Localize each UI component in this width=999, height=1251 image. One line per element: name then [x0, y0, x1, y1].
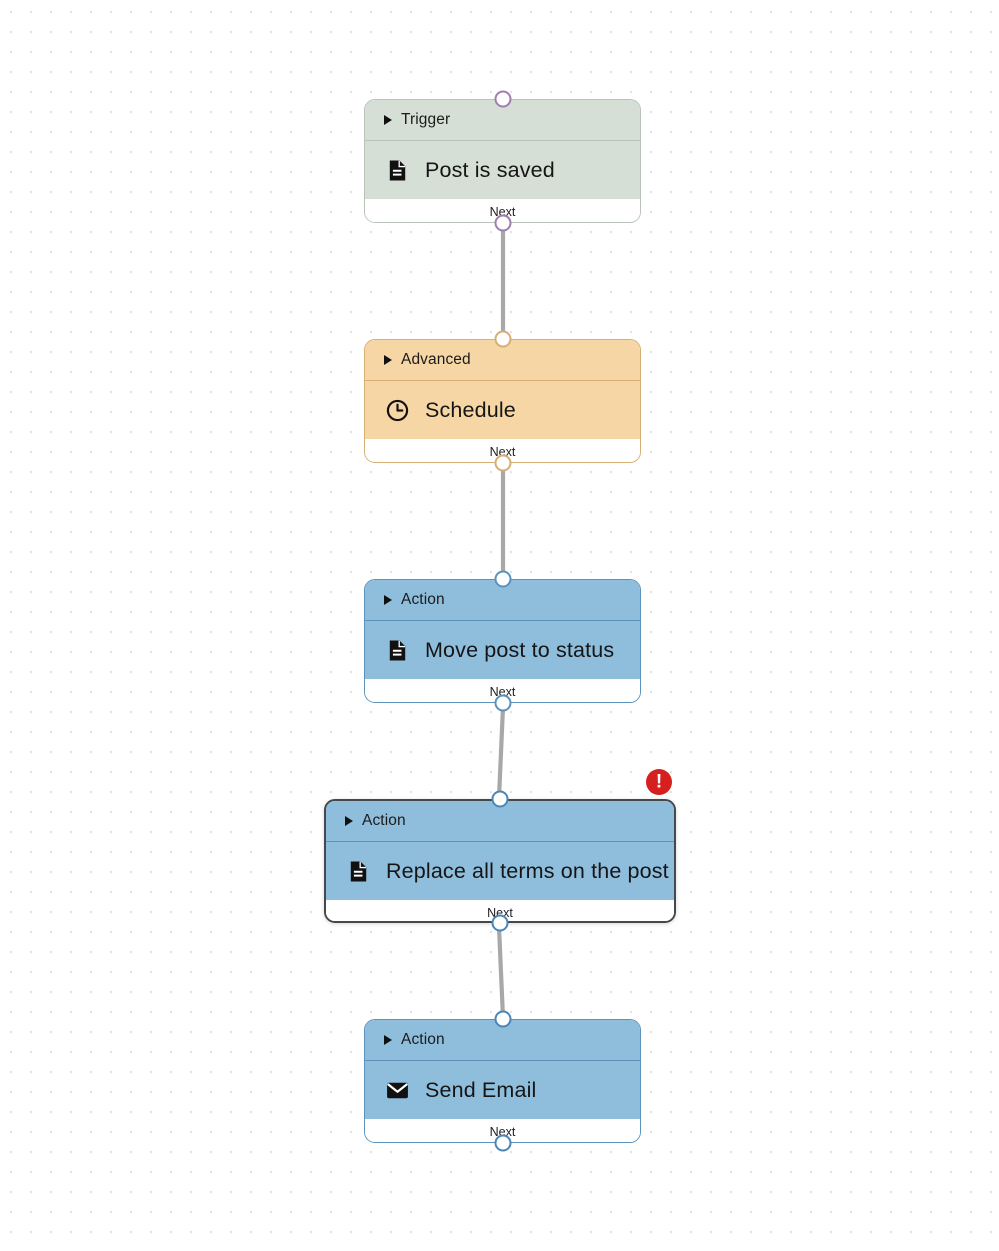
node-next-label: Next	[489, 684, 516, 699]
node-title-label: Schedule	[425, 397, 516, 422]
node-title-label: Move post to status	[425, 637, 615, 662]
node-title-label: Replace all terms on the post	[386, 858, 669, 883]
node-header[interactable]: Action	[326, 801, 674, 841]
node-port-output-action-replace-all-terms-on-the-post[interactable]	[491, 914, 509, 932]
edge-move-post-to-replace[interactable]	[496, 704, 506, 801]
envelope-icon	[385, 1078, 410, 1103]
node-port-input-advanced-schedule[interactable]	[494, 330, 511, 348]
node-port-input-trigger-post-is-saved[interactable]	[494, 90, 511, 108]
clock-icon	[385, 398, 410, 423]
node-divider	[365, 1060, 640, 1061]
node-header[interactable]: Trigger	[365, 100, 640, 140]
node-body[interactable]: Post is saved	[365, 141, 640, 199]
node-footer[interactable]: Next	[365, 1119, 640, 1142]
node-category-label: Advanced	[401, 351, 471, 368]
node-divider	[326, 841, 674, 842]
expand-triangle-icon[interactable]	[384, 115, 392, 125]
document-icon	[385, 638, 410, 663]
node-port-output-action-move-post-to-status[interactable]	[494, 694, 511, 712]
node-footer[interactable]: Next	[326, 900, 674, 921]
node-category-label: Action	[401, 1031, 445, 1048]
document-icon	[385, 158, 410, 183]
node-body[interactable]: Move post to status	[365, 621, 640, 679]
node-category-label: Trigger	[401, 111, 451, 128]
node-next-label: Next	[489, 444, 516, 459]
node-port-output-action-send-email[interactable]	[494, 1134, 511, 1152]
node-port-output-advanced-schedule[interactable]	[494, 454, 511, 472]
expand-triangle-icon[interactable]	[345, 816, 353, 826]
document-icon	[346, 859, 371, 884]
expand-triangle-icon[interactable]	[384, 595, 392, 605]
expand-triangle-icon[interactable]	[384, 355, 392, 365]
node-footer[interactable]: Next	[365, 199, 640, 222]
edge-replace-to-send-email[interactable]	[496, 924, 506, 1021]
expand-triangle-icon[interactable]	[384, 1035, 392, 1045]
node-port-input-action-move-post-to-status[interactable]	[494, 570, 511, 588]
node-title-label: Send Email	[425, 1077, 537, 1102]
node-port-input-action-send-email[interactable]	[494, 1010, 511, 1028]
node-divider	[365, 140, 640, 141]
node-body[interactable]: Schedule	[365, 381, 640, 439]
node-footer[interactable]: Next	[365, 439, 640, 462]
node-port-input-action-replace-all-terms-on-the-post[interactable]	[491, 790, 509, 808]
node-divider	[365, 380, 640, 381]
node-category-label: Action	[362, 812, 406, 829]
node-title-label: Post is saved	[425, 157, 555, 182]
node-body[interactable]: Send Email	[365, 1061, 640, 1119]
exclamation-icon: !	[655, 771, 663, 792]
node-next-label: Next	[489, 204, 516, 219]
node-category-label: Action	[401, 591, 445, 608]
node-divider	[365, 620, 640, 621]
node-footer[interactable]: Next	[365, 679, 640, 702]
node-body[interactable]: Replace all terms on the post	[326, 842, 674, 900]
error-badge-replace-all-terms[interactable]: !	[646, 769, 672, 795]
node-port-output-trigger-post-is-saved[interactable]	[494, 214, 511, 232]
node-next-label: Next	[489, 1124, 516, 1139]
